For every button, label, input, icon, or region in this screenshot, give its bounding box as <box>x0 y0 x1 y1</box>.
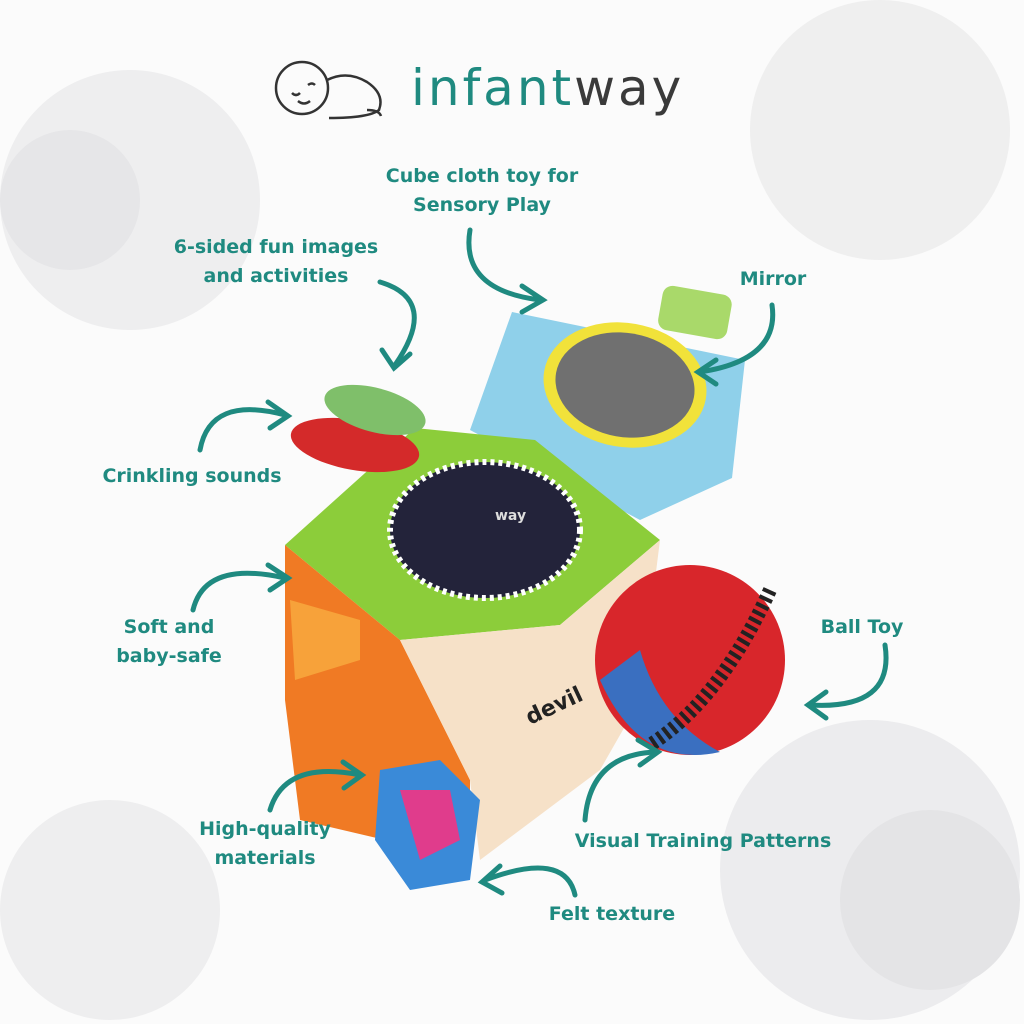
label-six-sided: 6-sided fun images and activities <box>174 233 379 291</box>
label-line: baby-safe <box>116 645 222 667</box>
label-high-quality: High-quality materials <box>199 815 331 873</box>
brand-logo: infantway <box>272 55 684 121</box>
annotation-arrows <box>190 227 889 898</box>
label-line: Soft and <box>123 616 215 638</box>
mirror-lid <box>470 285 745 520</box>
cube-face-right <box>400 540 660 860</box>
label-line: Cube cloth toy for <box>385 165 579 187</box>
inner-print-text: way <box>495 508 526 524</box>
label-soft-baby-safe: Soft and baby-safe <box>116 613 222 671</box>
label-felt-texture: Felt texture <box>548 903 676 925</box>
striped-opening <box>387 459 583 601</box>
label-visual-training: Visual Training Patterns <box>574 830 832 852</box>
label-line: materials <box>214 847 316 869</box>
sleeping-baby-icon <box>274 60 383 120</box>
ball-toy <box>595 565 785 755</box>
label-line: Sensory Play <box>413 194 551 216</box>
label-crinkling-sounds: Crinkling sounds <box>102 465 282 487</box>
label-line: High-quality <box>199 818 331 840</box>
brand-name-part2: way <box>574 59 685 117</box>
label-line: 6-sided fun images <box>173 236 379 258</box>
label-ball-toy: Ball Toy <box>820 616 904 638</box>
label-mirror: Mirror <box>739 268 807 290</box>
label-line: and activities <box>203 265 349 287</box>
brand-name-part1: infant <box>411 59 575 117</box>
